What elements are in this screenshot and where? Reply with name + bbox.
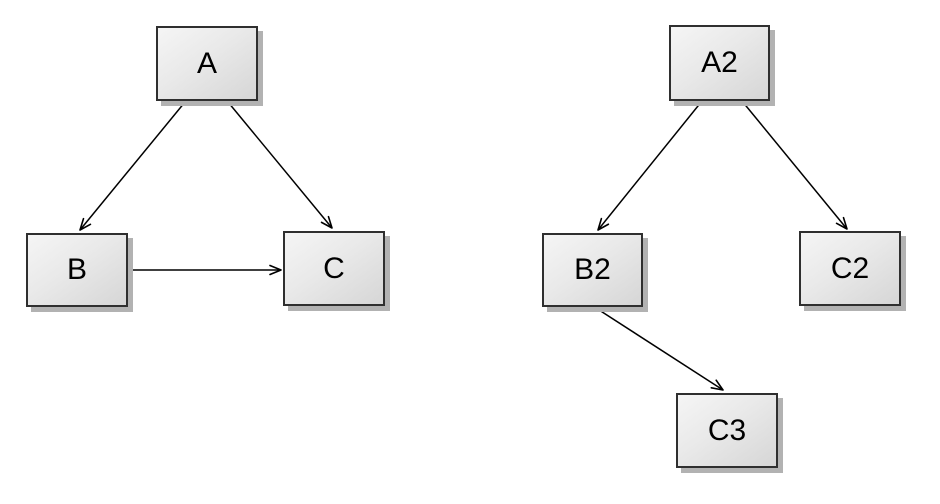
node-label: A2 bbox=[701, 46, 738, 79]
edge-A-to-C bbox=[227, 101, 333, 229]
node-C2: C2 bbox=[799, 231, 901, 306]
node-label: A bbox=[196, 46, 217, 80]
edge-A2-to-B2 bbox=[597, 100, 703, 231]
node-C3: C3 bbox=[676, 393, 778, 468]
node-label: B2 bbox=[574, 253, 611, 286]
node-label: C2 bbox=[830, 251, 870, 285]
edge-B2-to-C3 bbox=[595, 307, 724, 391]
node-B2: B2 bbox=[542, 233, 643, 307]
node-A2: A2 bbox=[669, 25, 770, 101]
edge-A-to-B bbox=[79, 101, 186, 231]
edge-A2-to-C2 bbox=[741, 100, 848, 230]
node-label: B bbox=[66, 253, 87, 286]
node-B: B bbox=[26, 233, 128, 307]
node-label: C bbox=[323, 251, 345, 285]
node-A: A bbox=[156, 26, 258, 101]
node-label: C3 bbox=[707, 413, 747, 447]
node-C: C bbox=[283, 231, 385, 306]
